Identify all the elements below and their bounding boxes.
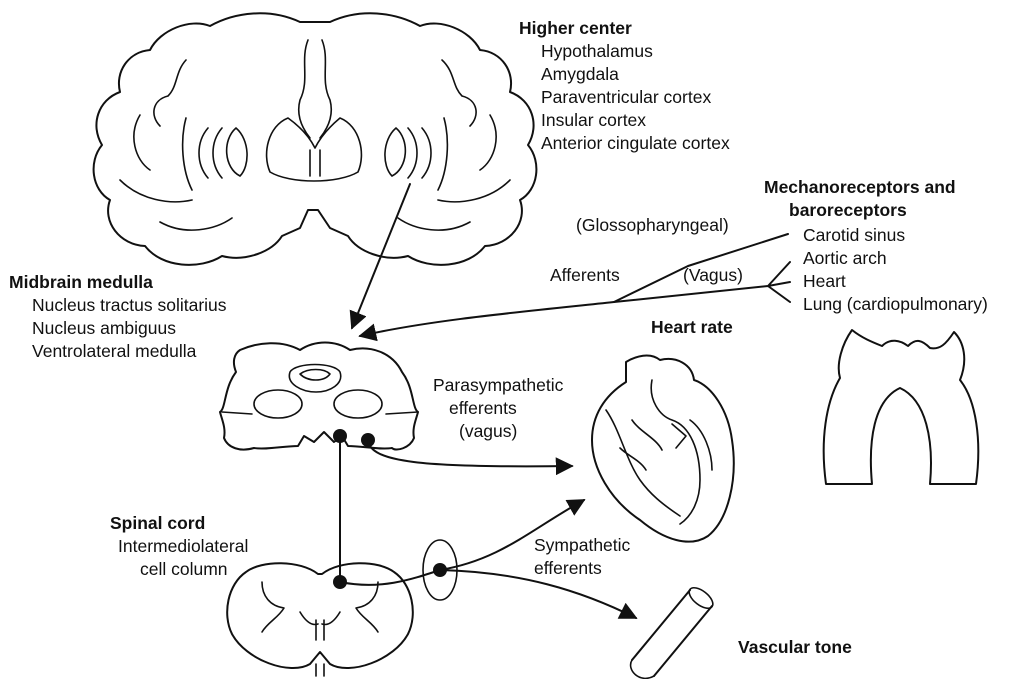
sympathetic-line1: Sympathetic [534,534,630,557]
glossopharyngeal-label: (Glossopharyngeal) [576,214,729,237]
receptor-item: Heart [803,270,988,293]
spinal-cord-line2: cell column [110,558,248,581]
spinal-cord-section [227,563,413,676]
higher-center-title: Higher center [519,17,730,40]
heart-drawing [592,356,734,542]
receptors-list: Carotid sinus Aortic arch Heart Lung (ca… [803,224,988,316]
higher-center-item: Insular cortex [519,109,730,132]
vagus-afferent-label: (Vagus) [683,264,743,287]
blood-vessel-drawing [631,584,717,679]
sympathetic-line2: efferents [534,557,630,580]
higher-center-arrow [352,184,410,328]
sympathetic-label: Sympathetic efferents [534,534,630,580]
receptor-item: Carotid sinus [803,224,988,247]
higher-center-label: Higher center Hypothalamus Amygdala Para… [519,17,730,156]
higher-center-item: Hypothalamus [519,40,730,63]
midbrain-item: Ventrolateral medulla [9,340,227,363]
spinal-cord-title: Spinal cord [110,512,248,535]
medulla-cross-section [220,343,418,450]
higher-center-item: Paraventricular cortex [519,86,730,109]
midbrain-item: Nucleus ambiguus [9,317,227,340]
vascular-tone-title: Vascular tone [738,637,852,657]
higher-center-item: Amygdala [519,63,730,86]
spinal-cord-label: Spinal cord Intermediolateral cell colum… [110,512,248,581]
heart-rate-label: Heart rate [651,316,733,339]
parasympathetic-line3: (vagus) [433,420,563,443]
midbrain-medulla-label: Midbrain medulla Nucleus tractus solitar… [9,271,227,363]
receptors-title-line2: baroreceptors [764,199,956,222]
receptors-title-line1: Mechanoreceptors and [764,176,956,199]
spinal-cord-line1: Intermediolateral [110,535,248,558]
midbrain-medulla-title: Midbrain medulla [9,271,227,294]
aortic-arch-drawing [824,330,979,484]
brain-coronal-section [94,13,537,265]
parasympathetic-arrow [368,440,572,466]
parasympathetic-line2: efferents [433,397,563,420]
parasympathetic-line1: Parasympathetic [433,374,563,397]
midbrain-item: Nucleus tractus solitarius [9,294,227,317]
higher-center-item: Anterior cingulate cortex [519,132,730,155]
parasympathetic-label: Parasympathetic efferents (vagus) [433,374,563,443]
vascular-tone-label: Vascular tone [738,636,852,659]
receptors-title: Mechanoreceptors and baroreceptors [764,176,956,222]
receptor-item: Lung (cardiopulmonary) [803,293,988,316]
afferents-label: Afferents [550,264,620,287]
heart-rate-title: Heart rate [651,317,733,337]
receptor-item: Aortic arch [803,247,988,270]
